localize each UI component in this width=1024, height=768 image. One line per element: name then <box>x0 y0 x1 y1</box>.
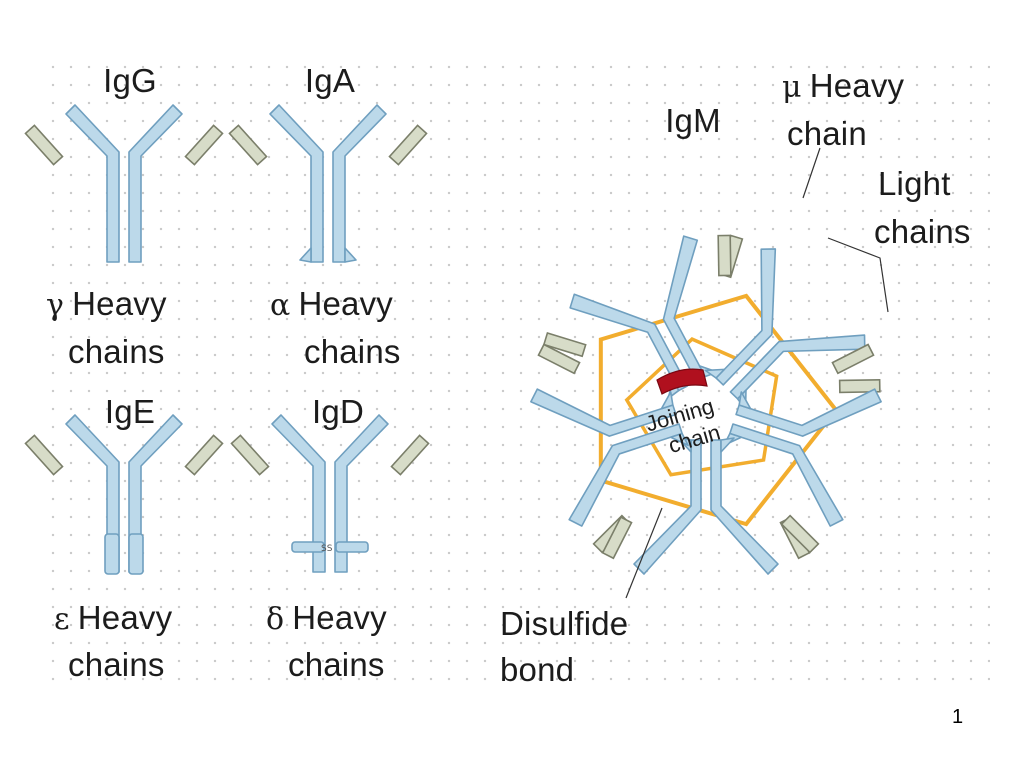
ige-label: IgE <box>104 393 156 430</box>
heavy-chain <box>334 414 389 573</box>
light-chain <box>24 434 64 476</box>
tail-piece <box>738 391 752 410</box>
gamma-chains-word: chains <box>68 333 165 370</box>
monomer-antibodies: SS <box>24 104 430 575</box>
light-chain <box>780 514 820 554</box>
light-chain <box>390 434 430 476</box>
mu-heavy-chain <box>729 334 866 400</box>
ss-mark: SS <box>321 544 333 554</box>
light-chains-label-line1: Light <box>878 165 951 202</box>
light-chain <box>601 516 633 560</box>
tail-piece <box>704 368 726 379</box>
mu-heavy-chain <box>710 439 779 575</box>
igg-antibody <box>24 104 224 263</box>
light-chain <box>542 332 587 358</box>
light-chain <box>537 343 581 375</box>
igm-label: IgM <box>665 102 721 139</box>
joining-chain <box>656 368 708 395</box>
gamma-symbol: γ <box>46 288 65 323</box>
mu-heavy-chain <box>568 423 683 527</box>
heavy-word: Heavy <box>72 285 167 322</box>
light-chain <box>388 124 428 166</box>
heavy-word: Heavy <box>77 599 173 636</box>
tail-piece <box>299 247 312 263</box>
igm-monomer <box>530 343 689 560</box>
heavy-chain <box>269 104 324 263</box>
mu-chain-word: chain <box>787 115 867 152</box>
delta-symbol: δ <box>266 602 285 637</box>
alpha-chains-word: chains <box>304 333 401 370</box>
heavy-word: Heavy <box>292 599 387 636</box>
tail-piece <box>720 437 735 453</box>
disulfide-label-line1: Disulfide <box>500 605 629 642</box>
alpha-symbol: α <box>270 288 291 323</box>
disulfide-label-line2: bond <box>500 651 575 688</box>
iga-label: IgA <box>304 62 356 99</box>
ige-antibody <box>24 414 224 575</box>
light-chain <box>230 434 270 476</box>
epsilon-chains-word: chains <box>68 646 165 683</box>
light-chain <box>184 434 224 476</box>
light-chain <box>717 234 732 277</box>
delta-chains-word: chains <box>288 646 385 683</box>
hinge-domain <box>291 541 325 553</box>
light-chain <box>831 343 875 375</box>
light-chain <box>838 378 881 394</box>
heavy-word: Heavy <box>298 285 394 322</box>
igg-label: IgG <box>103 62 157 99</box>
igd-antibody: SS <box>230 414 430 573</box>
light-chains-callout <box>827 237 889 313</box>
iga-antibody <box>228 104 428 263</box>
epsilon-symbol: ε <box>54 602 70 637</box>
igd-label: IgD <box>312 393 364 430</box>
diagram-background <box>44 58 990 692</box>
heavy-word: Heavy <box>809 67 905 104</box>
tail-piece <box>669 432 689 447</box>
light-chain <box>228 124 268 166</box>
hinge-domain <box>335 541 369 553</box>
mu-heavy-chain <box>715 248 777 386</box>
mu-heavy-chain <box>530 388 677 437</box>
heavy-chain <box>65 104 120 263</box>
extra-domain <box>128 533 144 575</box>
page-number: 1 <box>952 706 964 728</box>
tail-piece <box>344 247 357 263</box>
extra-domain <box>104 533 120 575</box>
light-chains-label-line2: chains <box>874 213 971 250</box>
igm-pentamer <box>530 147 889 599</box>
mu-heavy-chain-callout <box>802 147 821 199</box>
heavy-chain <box>271 414 326 573</box>
disulfide-bond-ring <box>598 293 839 527</box>
disulfide-callout <box>625 507 663 599</box>
light-chain <box>24 124 64 166</box>
heavy-chain <box>332 104 387 263</box>
mu-heavy-chain <box>735 388 882 437</box>
tail-piece <box>660 391 674 410</box>
heavy-chain <box>128 104 183 263</box>
mu-symbol: μ <box>782 70 802 105</box>
light-chain <box>184 124 224 166</box>
mu-heavy-chain <box>729 423 844 527</box>
